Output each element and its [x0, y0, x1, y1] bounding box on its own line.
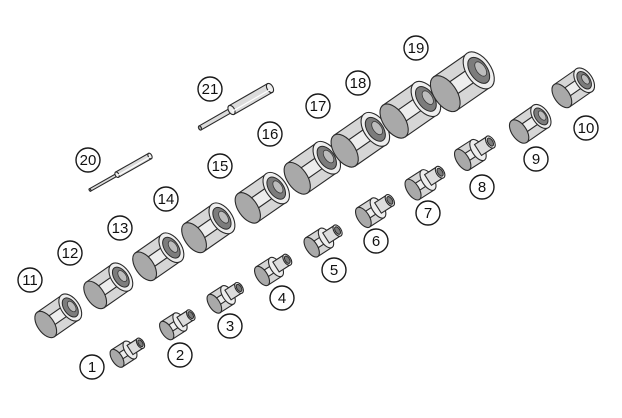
socket-4 [253, 253, 293, 287]
callout-7: 7 [415, 200, 441, 226]
socket-18 [379, 80, 442, 139]
socket-17 [330, 111, 391, 168]
socket-11 [34, 293, 83, 339]
callout-circle [217, 313, 243, 339]
socket-6 [354, 194, 396, 229]
callout-circle [107, 215, 133, 241]
callout-10: 10 [573, 115, 599, 141]
callout-number: 10 [578, 120, 595, 137]
callout-14: 14 [153, 186, 179, 212]
callout-9: 9 [523, 146, 549, 172]
callout-number: 1 [88, 359, 96, 376]
callout-20: 20 [75, 147, 101, 173]
callout-12: 12 [57, 240, 83, 266]
callout-circle [79, 354, 105, 380]
callout-circle [257, 121, 283, 147]
socket-13 [132, 232, 185, 282]
callout-number: 2 [176, 347, 184, 364]
callout-number: 5 [330, 262, 338, 279]
callout-circle [207, 153, 233, 179]
callout-18: 18 [345, 70, 371, 96]
callout-circle [167, 342, 193, 368]
callout-number: 9 [532, 151, 540, 168]
socket-15 [234, 171, 290, 224]
socket-9 [508, 103, 552, 144]
socket-7 [404, 165, 446, 201]
callout-number: 11 [22, 272, 38, 289]
callout-circle [345, 70, 371, 96]
callout-circle [75, 147, 101, 173]
callout-11: 11 [17, 267, 43, 293]
callout-number: 6 [372, 233, 380, 250]
callout-5: 5 [321, 257, 347, 283]
callout-number: 19 [408, 40, 425, 57]
callout-number: 4 [278, 290, 286, 307]
socket-12 [83, 262, 134, 310]
callout-number: 3 [226, 318, 234, 335]
socket-14 [181, 202, 236, 254]
callout-circle [153, 186, 179, 212]
callout-number: 20 [80, 152, 97, 169]
callout-16: 16 [257, 121, 283, 147]
callout-circle [305, 93, 331, 119]
callout-circle [197, 76, 223, 102]
socket-3 [206, 281, 244, 314]
callout-circle [17, 267, 43, 293]
socket-2 [159, 309, 196, 341]
callout-number: 21 [202, 81, 219, 98]
callout-circle [363, 228, 389, 254]
callout-6: 6 [363, 228, 389, 254]
callout-number: 16 [262, 126, 279, 143]
socket-10 [551, 67, 596, 109]
socket-5 [303, 224, 343, 258]
callout-number: 13 [112, 220, 129, 237]
pin-punch-20 [88, 152, 153, 192]
callout-number: 15 [212, 158, 229, 175]
callout-number: 14 [158, 191, 175, 208]
callout-17: 17 [305, 93, 331, 119]
callout-15: 15 [207, 153, 233, 179]
pin-punch-21 [197, 82, 275, 131]
socket-1 [109, 337, 146, 368]
callout-number: 7 [424, 205, 432, 222]
callout-8: 8 [469, 174, 495, 200]
callout-number: 8 [478, 179, 486, 196]
callout-circle [415, 200, 441, 226]
socket-16 [283, 140, 342, 195]
callout-2: 2 [167, 342, 193, 368]
callout-19: 19 [403, 35, 429, 61]
callout-number: 18 [350, 75, 367, 92]
callout-number: 12 [62, 245, 79, 262]
callout-number: 17 [310, 98, 327, 115]
callout-circle [573, 115, 599, 141]
callout-21: 21 [197, 76, 223, 102]
socket-19 [429, 51, 495, 113]
callout-4: 4 [269, 285, 295, 311]
callout-3: 3 [217, 313, 243, 339]
socket-8 [453, 135, 496, 171]
callout-circle [57, 240, 83, 266]
callout-circle [469, 174, 495, 200]
callout-circle [321, 257, 347, 283]
callout-circle [269, 285, 295, 311]
callout-13: 13 [107, 215, 133, 241]
callout-circle [403, 35, 429, 61]
callout-circle [523, 146, 549, 172]
callout-1: 1 [79, 354, 105, 380]
